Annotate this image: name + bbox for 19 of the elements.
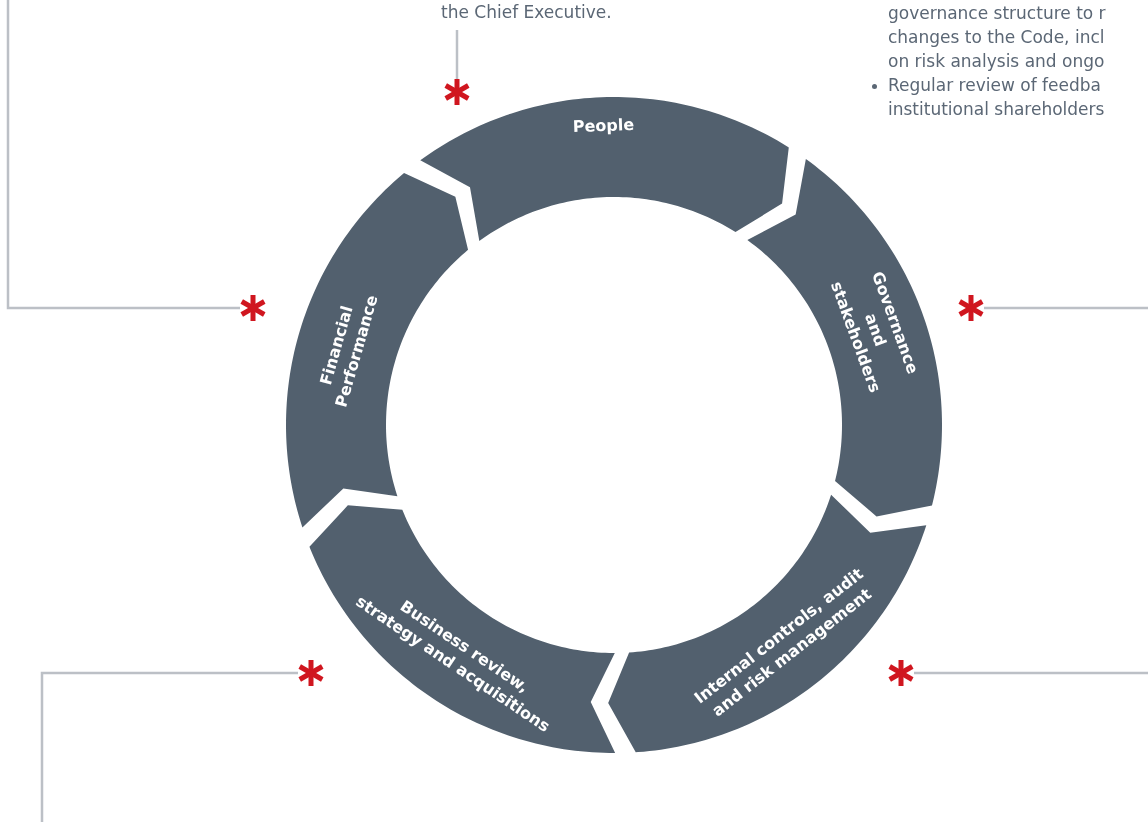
asterisk-icon (444, 79, 470, 105)
leader-line (914, 671, 1148, 675)
note-text: the Chief Executive. (441, 0, 671, 24)
note-text: Regular review of feedba institutional shareholders (888, 74, 1106, 121)
leader-line (6, 0, 240, 310)
cycle-arrow-segment (420, 97, 789, 241)
cycle-arrow-segment (747, 158, 942, 517)
asterisk-icon (298, 660, 324, 686)
segment-label: People (572, 113, 635, 137)
leader-line (455, 30, 459, 79)
cycle-arrow-segment (309, 505, 616, 753)
cycle-arrow-segment (608, 494, 927, 753)
leader-line (40, 671, 298, 822)
asterisk-icon (958, 295, 984, 321)
asterisk-icon (888, 660, 914, 686)
asterisk-icon (240, 295, 266, 321)
cycle-arrow-segment (286, 173, 469, 528)
note-text: governance structure to r changes to the Code, incl on risk analysis and ongo (888, 2, 1107, 73)
leader-line (984, 306, 1148, 310)
